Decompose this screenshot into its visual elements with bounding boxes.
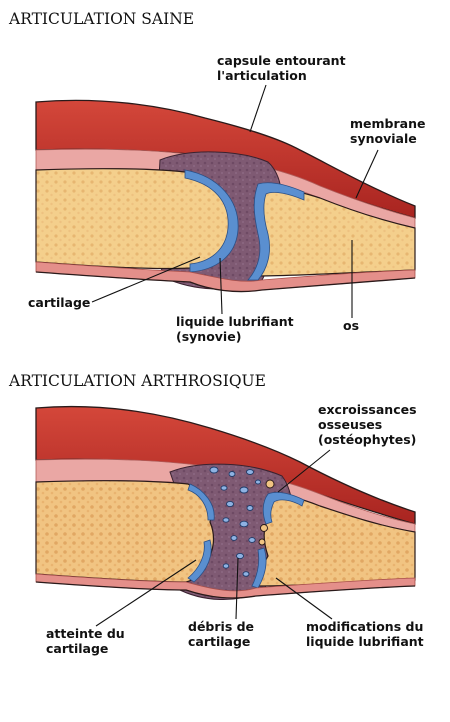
svg-text:os: os: [343, 318, 359, 333]
healthy-joint-illustration: [35, 99, 416, 293]
svg-text:liquide lubrifiant: liquide lubrifiant: [306, 634, 424, 649]
svg-text:liquide lubrifiant: liquide lubrifiant: [176, 314, 294, 329]
label-cartilage: cartilage: [28, 256, 201, 310]
svg-text:atteinte du: atteinte du: [46, 626, 125, 641]
svg-text:cartilage: cartilage: [188, 634, 250, 649]
arthritic-right-cartilage: [262, 492, 305, 525]
svg-text:capsule entourant: capsule entourant: [217, 53, 346, 68]
label-capsule: capsule entourant l'articulation: [217, 53, 346, 133]
svg-text:cartilage: cartilage: [28, 295, 90, 310]
label-debris: débris de cartilage: [188, 557, 254, 649]
svg-text:l'articulation: l'articulation: [217, 68, 307, 83]
label-cartilage-damage: atteinte du cartilage: [46, 559, 197, 656]
healthy-title: ARTICULATION SAINE: [8, 10, 194, 28]
svg-text:cartilage: cartilage: [46, 641, 108, 656]
arthritic-joint-illustration: [35, 405, 416, 600]
label-fluid: liquide lubrifiant (synovie): [176, 257, 294, 344]
label-osteophytes: excroissances osseuses (ostéophytes): [277, 402, 417, 493]
arthritic-title: ARTICULATION ARTHROSIQUE: [8, 372, 266, 390]
label-membrane: membrane synoviale: [350, 116, 425, 199]
svg-text:excroissances: excroissances: [318, 402, 417, 417]
svg-text:osseuses: osseuses: [318, 417, 382, 432]
arthritic-left-bone: [35, 480, 215, 583]
healthy-left-bone: [35, 168, 231, 270]
arthritic-left-cartilage-lower: [187, 539, 212, 583]
label-bone: os: [343, 240, 359, 333]
svg-text:(ostéophytes): (ostéophytes): [318, 432, 416, 447]
arthritic-left-cartilage: [187, 483, 215, 521]
svg-text:modifications du: modifications du: [306, 619, 423, 634]
healthy-bottom-outline: [35, 271, 416, 293]
svg-text:membrane: membrane: [350, 116, 425, 131]
cartilage-debris: [209, 466, 261, 577]
arthritic-right-cartilage-lower: [251, 547, 267, 589]
arthritic-bottom-outline: [35, 581, 416, 599]
svg-text:synoviale: synoviale: [350, 131, 417, 146]
healthy-right-cartilage: [247, 182, 305, 281]
svg-text:(synovie): (synovie): [176, 329, 241, 344]
svg-text:débris de: débris de: [188, 619, 254, 634]
osteophytes: [258, 479, 275, 546]
label-fluid-change: modifications du liquide lubrifiant: [275, 577, 424, 649]
